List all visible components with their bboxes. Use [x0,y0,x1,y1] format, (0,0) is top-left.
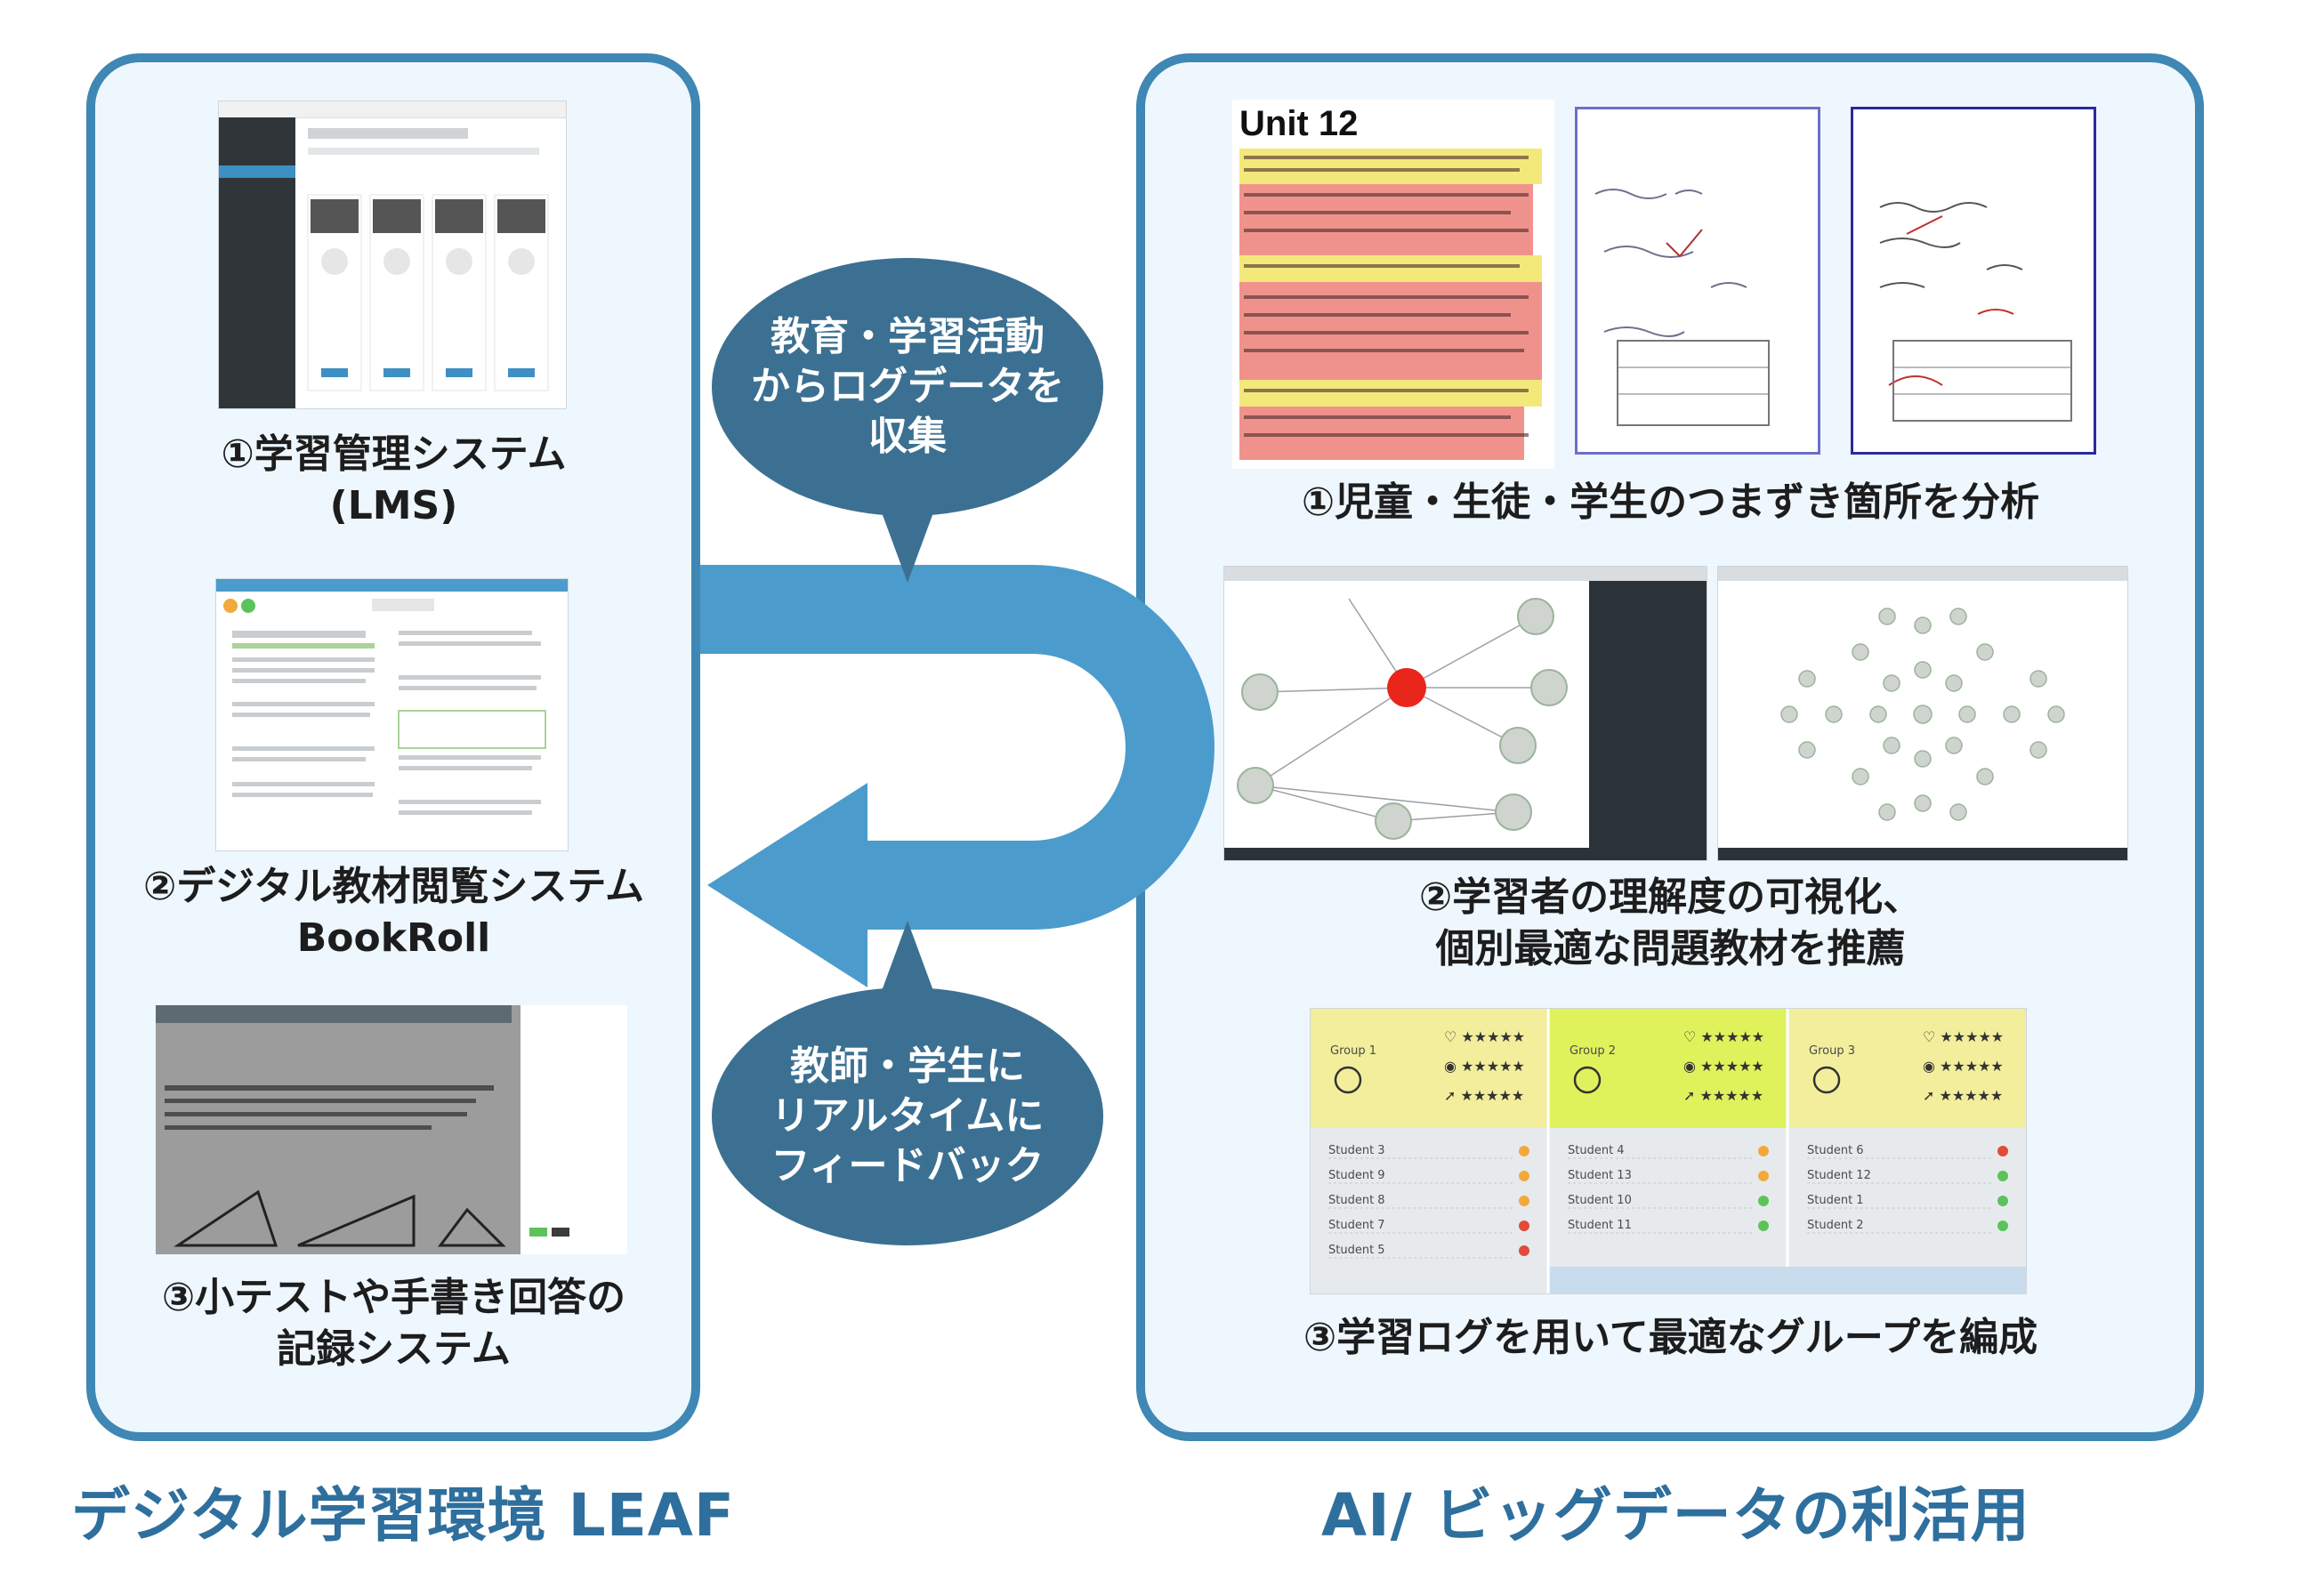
feedback-bubble-line-3: フィードバック [771,1141,1044,1191]
knowledge-map-screenshot-1 [1223,566,1707,861]
collect-bubble-line-1: 教育・学習活動 [751,312,1064,362]
group-formation-screenshot: Group 1 Group 2 Group 3 ♡ ★★★★★◉ ★★★★★➚ … [1310,1008,2027,1294]
student-status-dot [1997,1146,2008,1156]
handwriting-answer-1 [1575,107,1820,455]
loop-arrow-head [707,783,867,987]
student-status-dot [1758,1146,1769,1156]
bookroll-caption-line-1: ②デジタル教材閲覧システム [98,861,690,913]
collect-bubble-tail [872,498,943,587]
handwriting-answer-2 [1851,107,2096,455]
bookroll-caption-line-2: BookRoll [98,913,690,964]
collect-log-bubble: 教育・学習活動 からログデータを 収集 [712,258,1103,516]
grouping-caption: ③学習ログを用いて最適なグループを編成 [1148,1312,2193,1364]
student-status-dot [1519,1221,1529,1231]
student-status-dot [1519,1196,1529,1206]
bookroll-screenshot [215,578,569,851]
student-status-dot [1519,1146,1529,1156]
student-status-dots [1311,1009,2026,1293]
lms-caption-line-1: ①学習管理システム [98,429,690,480]
feedback-bubble: 教師・学生に リアルタイムに フィードバック [712,987,1103,1245]
collect-bubble-line-3: 収集 [751,412,1064,462]
feedback-bubble-line-1: 教師・学生に [771,1042,1044,1092]
visualization-caption-line-1: ②学習者の理解度の可視化、 [1148,872,2193,923]
loop-arrow-body [700,609,1170,885]
quiz-caption-line-1: ③小テストや手書き回答の [98,1272,690,1324]
student-status-dot [1519,1245,1529,1256]
lms-caption-line-2: (LMS) [98,480,690,532]
grouping-caption-line-1: ③学習ログを用いて最適なグループを編成 [1148,1312,2193,1364]
student-status-dot [1997,1221,2008,1231]
visualization-caption: ②学習者の理解度の可視化、 個別最適な問題教材を推薦 [1148,872,2193,975]
feedback-bubble-line-2: リアルタイムに [771,1092,1044,1141]
knowledge-map-screenshot-2 [1717,566,2128,861]
stumbling-caption: ①児童・生徒・学生のつまずき箇所を分析 [1148,477,2193,528]
student-status-dot [1519,1171,1529,1181]
student-status-dot [1758,1171,1769,1181]
student-status-dot [1997,1171,2008,1181]
lms-screenshot [218,101,567,409]
collect-bubble-line-2: からログデータを [751,362,1064,412]
text-heatmap-screenshot: Unit 12 [1232,100,1554,469]
quiz-screenshot [156,1005,627,1254]
student-status-dot [1758,1196,1769,1206]
leaf-footer-title: デジタル学習環境 LEAF [71,1468,735,1553]
student-status-dot [1997,1196,2008,1206]
quiz-caption: ③小テストや手書き回答の 記録システム [98,1272,690,1375]
ai-footer-title: AI/ ビッグデータの利活用 [1321,1468,2030,1553]
lms-caption: ①学習管理システム (LMS) [98,429,690,532]
visualization-caption-line-2: 個別最適な問題教材を推薦 [1148,923,2193,975]
stumbling-caption-line-1: ①児童・生徒・学生のつまずき箇所を分析 [1148,477,2193,528]
bookroll-caption: ②デジタル教材閲覧システム BookRoll [98,861,690,964]
quiz-caption-line-2: 記録システム [98,1324,690,1375]
unit-title: Unit 12 [1239,104,1358,144]
student-status-dot [1758,1221,1769,1231]
